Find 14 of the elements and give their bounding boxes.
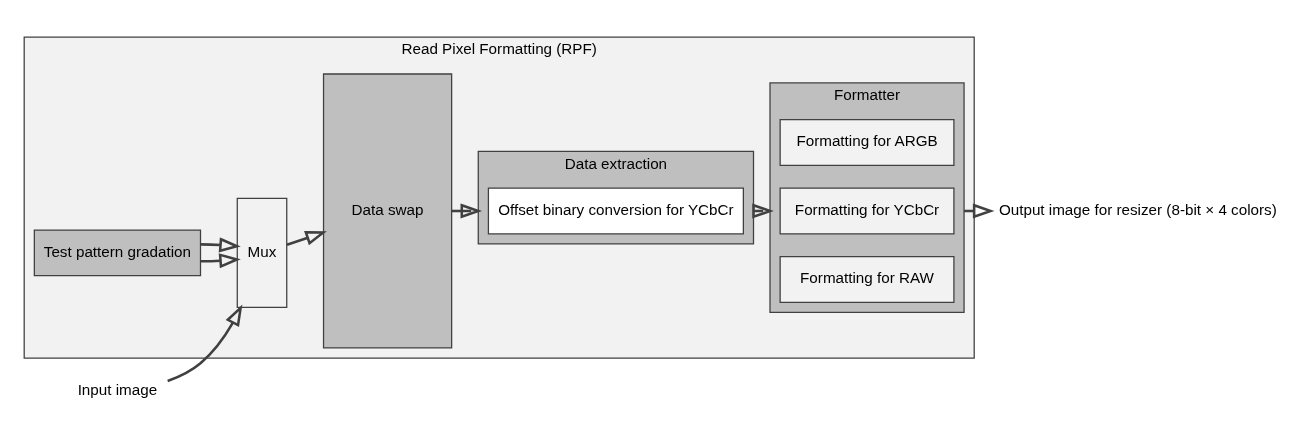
node-box: Test pattern gradation: [33, 229, 202, 277]
node-box: Formatting for RAW: [779, 256, 955, 303]
node-box: Offset binary conversion for YCbCr: [487, 187, 744, 235]
arrow: [451, 203, 483, 219]
arrow: [286, 231, 327, 246]
arrow: [200, 237, 241, 253]
node-box: Data swap: [322, 73, 453, 349]
node-box: Mux: [236, 197, 288, 308]
node-text: Output image for resizer (8-bit × 4 colors): [998, 200, 1277, 218]
node-text: Input image: [77, 381, 158, 399]
node-box: Formatting for YCbCr: [779, 187, 955, 235]
node-box: Formatting for ARGB: [779, 119, 955, 166]
arrow: [200, 253, 241, 269]
arrow: [167, 304, 243, 383]
